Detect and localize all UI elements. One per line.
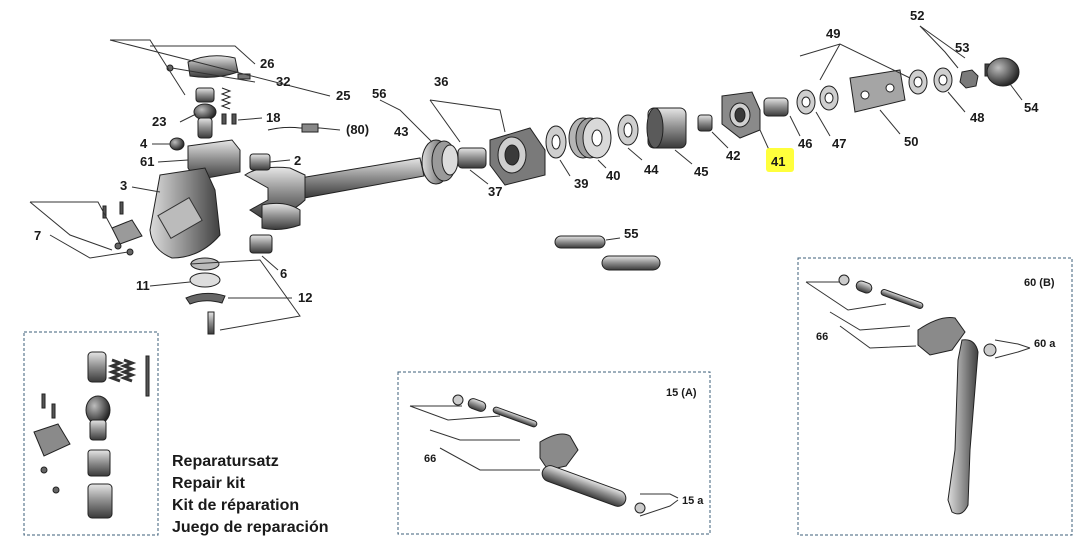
- callout-7: 7: [34, 228, 41, 243]
- washer-part-44: [617, 114, 639, 146]
- callout-56: 56: [372, 86, 386, 101]
- callout-48: 48: [970, 110, 984, 125]
- washer-part-49: [908, 69, 928, 95]
- callout-23: 23: [152, 114, 166, 129]
- screw-part-18a: [221, 113, 227, 125]
- callout-80: (80): [346, 122, 369, 137]
- callout-52: 52: [910, 8, 924, 23]
- nut-part-53: [959, 69, 979, 89]
- main-shaft-assembly: [244, 57, 1020, 230]
- callout-42: 42: [726, 148, 740, 163]
- callout-46: 46: [798, 136, 812, 151]
- callout-40: 40: [606, 168, 620, 183]
- callout-18: 18: [266, 110, 280, 125]
- callout-66-15a: 66: [424, 453, 436, 465]
- kit-label-en: Repair kit: [172, 475, 246, 492]
- base-assembly: [102, 55, 320, 335]
- callout-47: 47: [832, 136, 846, 151]
- pin-part-12: [207, 311, 215, 335]
- callout-54: 54: [1024, 100, 1039, 115]
- panel-60b-title: 60 (B): [1024, 277, 1055, 289]
- lever-assembly-60b: [838, 274, 997, 515]
- callout-55: 55: [624, 226, 638, 241]
- callout-4: 4: [140, 136, 148, 151]
- washer-part-47b: [819, 85, 839, 111]
- repair-kit-border: [23, 331, 159, 536]
- brand-plate: [157, 197, 203, 239]
- shaft: [299, 157, 425, 199]
- callout-36: 36: [434, 74, 448, 89]
- kit-label-de: Reparatursatz: [172, 453, 279, 470]
- plate-part-50: [849, 69, 906, 113]
- callout-labels: 52 53 49 54 48 50 46 47 41 42 36 56 43 3…: [34, 8, 1039, 305]
- ring-part-11: [189, 272, 221, 288]
- repair-kit-panel: [23, 331, 159, 536]
- callout-43: 43: [394, 124, 408, 139]
- callout-3: 3: [120, 178, 127, 193]
- callout-32: 32: [276, 74, 290, 89]
- stem-part-23: [193, 87, 217, 139]
- spring-part-25: [220, 87, 232, 110]
- callout-39: 39: [574, 176, 588, 191]
- yoke-lower: [261, 202, 301, 230]
- callout-66-60b: 66: [816, 331, 828, 343]
- callout-2: 2: [294, 153, 301, 168]
- plate-part-7: [111, 219, 143, 245]
- repair-kit-parts: [33, 351, 150, 519]
- bushing-part-6: [249, 234, 273, 254]
- callout-11: 11: [136, 278, 150, 293]
- callout-12: 12: [298, 290, 312, 305]
- knob-part-54: [984, 57, 1020, 87]
- bushing-part-37: [457, 147, 487, 169]
- callout-26: 26: [260, 56, 274, 71]
- kit-label-es: Juego de reparación: [172, 519, 329, 536]
- sleeve-part-45: [646, 107, 687, 149]
- panel-60b-border: [797, 257, 1073, 536]
- leader-lines: [29, 25, 1023, 331]
- housing-part-36: [489, 127, 546, 186]
- nut-part-4: [169, 137, 185, 151]
- panel-15a-title: 15 (A): [666, 387, 697, 399]
- callout-37: 37: [488, 184, 502, 199]
- callout-45: 45: [694, 164, 708, 179]
- cable-part-80: [267, 126, 320, 131]
- callout-49: 49: [826, 26, 840, 41]
- washer-part-39: [545, 125, 567, 159]
- panel-15a: 15 (A) 66 15 a: [397, 371, 711, 535]
- bushing-part-42: [697, 114, 713, 132]
- repair-kit-text: Reparatursatz Repair kit Kit de réparati…: [172, 453, 329, 536]
- washer-part-48: [933, 67, 953, 93]
- callout-6: 6: [280, 266, 287, 281]
- spring-part-40: [568, 117, 612, 159]
- callout-41: 41: [771, 154, 785, 169]
- clip-part-12: [185, 292, 226, 305]
- bushing-part-46: [763, 97, 789, 117]
- screw-part-18b: [231, 113, 237, 125]
- callout-50: 50: [904, 134, 918, 149]
- bellows-part-43: [421, 139, 459, 185]
- highlight-41: [766, 148, 794, 172]
- callout-25: 25: [336, 88, 350, 103]
- flange-part-41: [721, 91, 761, 139]
- callout-15a: 15 a: [682, 495, 704, 507]
- panel-60b: 60 (B) 66 60 a: [797, 257, 1073, 536]
- lever-assembly-15a: [452, 394, 646, 514]
- kit-label-fr: Kit de réparation: [172, 497, 299, 514]
- callout-60a: 60 a: [1034, 338, 1056, 350]
- callout-61: 61: [140, 154, 154, 169]
- washer-part-47: [796, 89, 816, 115]
- callout-44: 44: [644, 162, 659, 177]
- panel-15a-border: [397, 371, 711, 535]
- callout-53: 53: [955, 40, 969, 55]
- bushing-part-2: [249, 153, 271, 171]
- pins-part-55: [554, 235, 661, 271]
